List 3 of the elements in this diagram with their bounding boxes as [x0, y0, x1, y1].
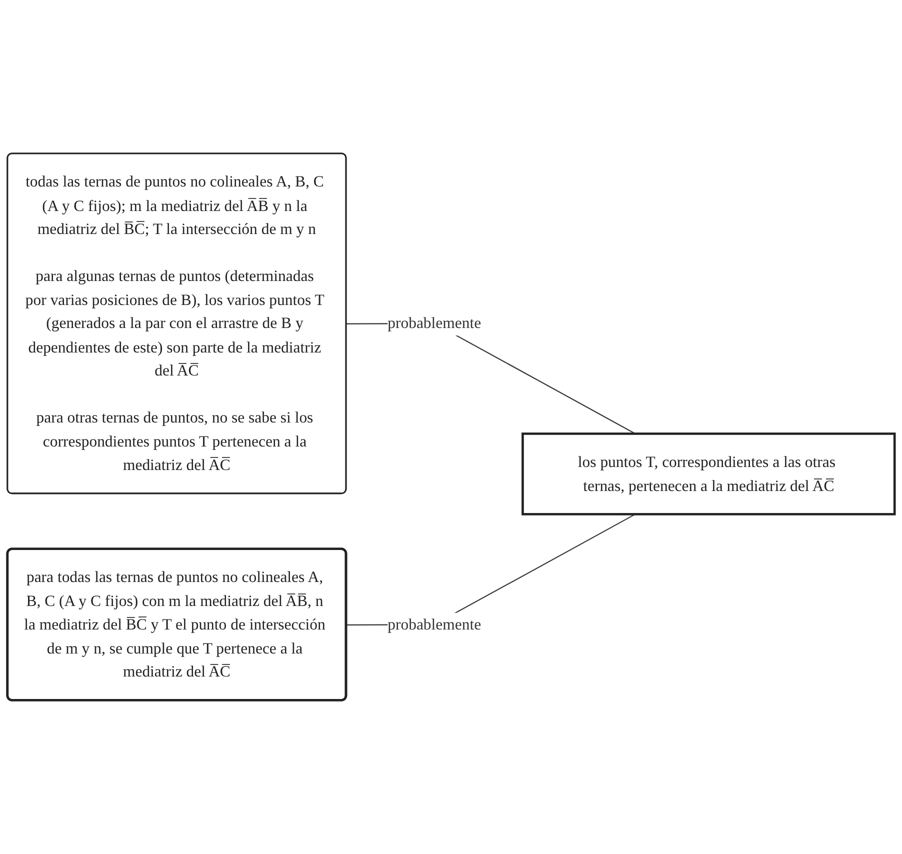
node-box: los puntos T, correspondientes a las otras ternas, pertenecen a la mediatriz del A̅C̅	[522, 432, 896, 516]
edge-label: probablemente	[388, 314, 482, 332]
edge-label: probablemente	[388, 616, 482, 634]
